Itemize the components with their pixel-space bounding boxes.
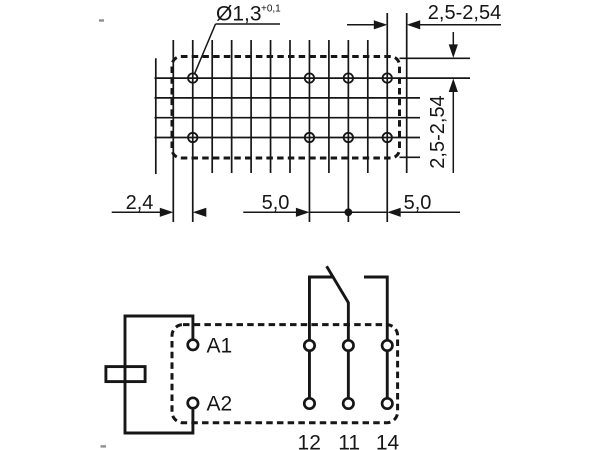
- mounting-hole: [187, 72, 199, 84]
- arrowhead-left: [387, 207, 401, 217]
- dimension-label-top-pitch: 2,5-2,54: [428, 2, 501, 24]
- coil-pin-a1: [186, 338, 200, 352]
- contact-pin-bottom-11: [341, 396, 355, 411]
- hole-diameter-label: Ø1,3: [216, 3, 262, 26]
- arrowhead-up: [448, 78, 458, 92]
- mounting-hole: [381, 131, 393, 144]
- pin-label-a1: A1: [207, 334, 233, 357]
- relay-outline: [170, 323, 400, 425]
- arrowhead-down: [448, 44, 458, 58]
- dimension-label-pitch-left: 5,0: [262, 192, 290, 214]
- arrowhead-right: [373, 20, 388, 30]
- scan-artifact: [99, 19, 104, 22]
- mounting-hole: [381, 72, 393, 84]
- hole-diameter-callout: Ø1,3 +0,1: [193, 3, 281, 75]
- hole-diameter-tolerance: +0,1: [261, 4, 281, 15]
- contact-pin-bottom-12: [302, 396, 316, 411]
- dimension-top-pitch: 2,5-2,54: [347, 2, 501, 30]
- callout-leader-line: [193, 23, 217, 75]
- mounting-hole: [187, 131, 199, 144]
- coil-pin-a2: [186, 396, 200, 410]
- dimension-right-pitch: 2,5-2,54: [427, 32, 458, 173]
- footprint-outline: [170, 55, 401, 160]
- dimension-label-pitch-right: 5,0: [404, 192, 432, 214]
- mounting-hole: [342, 72, 354, 84]
- pin-label-12: 12: [298, 431, 321, 450]
- scan-artifact: [100, 445, 106, 448]
- footprint-diagram: Ø1,3 +0,1 2,5-2,54 2,5-2,54 2,4: [111, 2, 501, 222]
- contact-wire-nc: [308, 275, 332, 341]
- coil-wire: [123, 314, 195, 435]
- arrowhead-right: [295, 207, 310, 217]
- contact-pin-bottom-14: [380, 396, 394, 411]
- mounting-hole: [303, 72, 316, 84]
- arrowhead-left: [406, 20, 421, 30]
- pcb-grid-horizontal-lines: [154, 57, 470, 159]
- dimension-bottom-row: 2,4 5,0 5,0: [111, 192, 460, 217]
- contact-wire-no: [364, 275, 389, 341]
- arrowhead-right: [159, 207, 174, 217]
- mounting-hole: [342, 131, 354, 144]
- contact-pin-top-11: [341, 338, 355, 353]
- mounting-holes: [187, 72, 393, 144]
- pin-label-a2: A2: [207, 393, 233, 416]
- dimension-label-right-pitch: 2,5-2,54: [427, 95, 449, 168]
- dimension-label-left-offset: 2,4: [126, 192, 154, 214]
- contact-pin-top-12: [302, 338, 316, 353]
- coil-circuit: A1 A2: [104, 314, 233, 435]
- mounting-hole: [303, 131, 316, 144]
- pin-label-14: 14: [376, 431, 400, 450]
- arrowhead-left: [192, 207, 207, 217]
- contact-pin-top-14: [380, 338, 394, 353]
- pin-label-11: 11: [338, 431, 360, 450]
- schematic-diagram: A1 A2 12 11 14: [104, 265, 400, 450]
- dimension-dot: [344, 208, 353, 217]
- contact-circuit: 12 11 14: [298, 265, 400, 450]
- coil-box: [104, 365, 147, 384]
- switch-blade: [325, 265, 350, 304]
